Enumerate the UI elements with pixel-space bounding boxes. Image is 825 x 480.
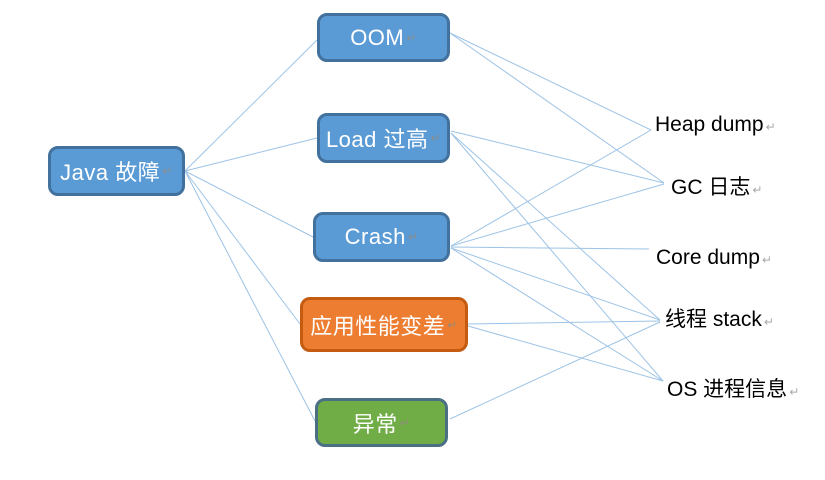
label-thread-stack-text: 线程 stack [665,308,762,331]
connector-line-oom-to-gc-log [449,32,665,184]
node-exception-label: 异常 [352,411,398,437]
connector-line-java-fault-to-crash [184,170,314,238]
label-gc-log-text: GC 日志 [671,176,751,199]
return-mark-icon: ↵ [789,385,800,399]
node-java-fault-label: Java 故障 [60,160,161,185]
connector-line-crash-to-gc-log [450,183,665,247]
node-exception[interactable]: 异常↵ [315,398,448,447]
connector-line-exception-to-thread-stack [449,321,661,420]
connector-line-java-fault-to-exception [184,170,316,422]
node-java-fault[interactable]: Java 故障↵ [48,146,185,196]
connector-line-perf-degrade-to-thread-stack [467,320,661,325]
label-os-proc-info[interactable]: OS 进程信息↵ [667,377,799,405]
return-mark-icon: ↵ [430,131,442,145]
connector-line-crash-to-os-proc-info [450,247,664,382]
label-os-proc-info-text: OS 进程信息 [667,378,788,401]
connector-line-crash-to-heap-dump [450,129,652,247]
return-mark-icon: ↵ [407,230,419,244]
node-load-high[interactable]: Load 过高↵ [317,113,450,163]
connector-line-load-high-to-gc-log [450,130,665,184]
return-mark-icon: ↵ [765,120,776,134]
return-mark-icon: ↵ [399,415,411,430]
node-crash-label: Crash [344,224,406,249]
return-mark-icon: ↵ [162,164,173,178]
label-core-dump-text: Core dump [656,246,760,269]
node-oom-label: OOM [350,24,405,50]
node-load-high-label: Load 过高 [325,127,429,152]
node-oom[interactable]: OOM↵ [317,13,450,62]
connector-line-crash-to-core-dump [450,246,650,250]
connector-line-java-fault-to-oom [184,39,318,172]
connector-line-crash-to-thread-stack [450,247,661,321]
return-mark-icon: ↵ [447,317,458,332]
connector-line-java-fault-to-perf-degrade [184,170,301,325]
connector-line-load-high-to-os-proc-info [450,132,664,382]
connector-line-java-fault-to-load-high [184,137,318,172]
connector-line-load-high-to-thread-stack [450,132,661,321]
connector-line-oom-to-heap-dump [449,32,652,131]
node-crash[interactable]: Crash↵ [313,212,450,262]
label-thread-stack[interactable]: 线程 stack↵ [665,307,774,335]
label-gc-log[interactable]: GC 日志↵ [671,175,762,203]
node-perf-degrade-label: 应用性能变差 [310,313,446,339]
label-heap-dump-text: Heap dump [655,113,764,136]
node-perf-degrade[interactable]: 应用性能变差↵ [300,297,468,352]
return-mark-icon: ↵ [406,30,417,45]
label-heap-dump[interactable]: Heap dump↵ [655,112,776,140]
label-core-dump[interactable]: Core dump↵ [656,245,772,273]
return-mark-icon: ↵ [761,253,772,267]
return-mark-icon: ↵ [763,315,774,329]
return-mark-icon: ↵ [752,183,763,197]
connector-line-perf-degrade-to-os-proc-info [467,325,664,382]
